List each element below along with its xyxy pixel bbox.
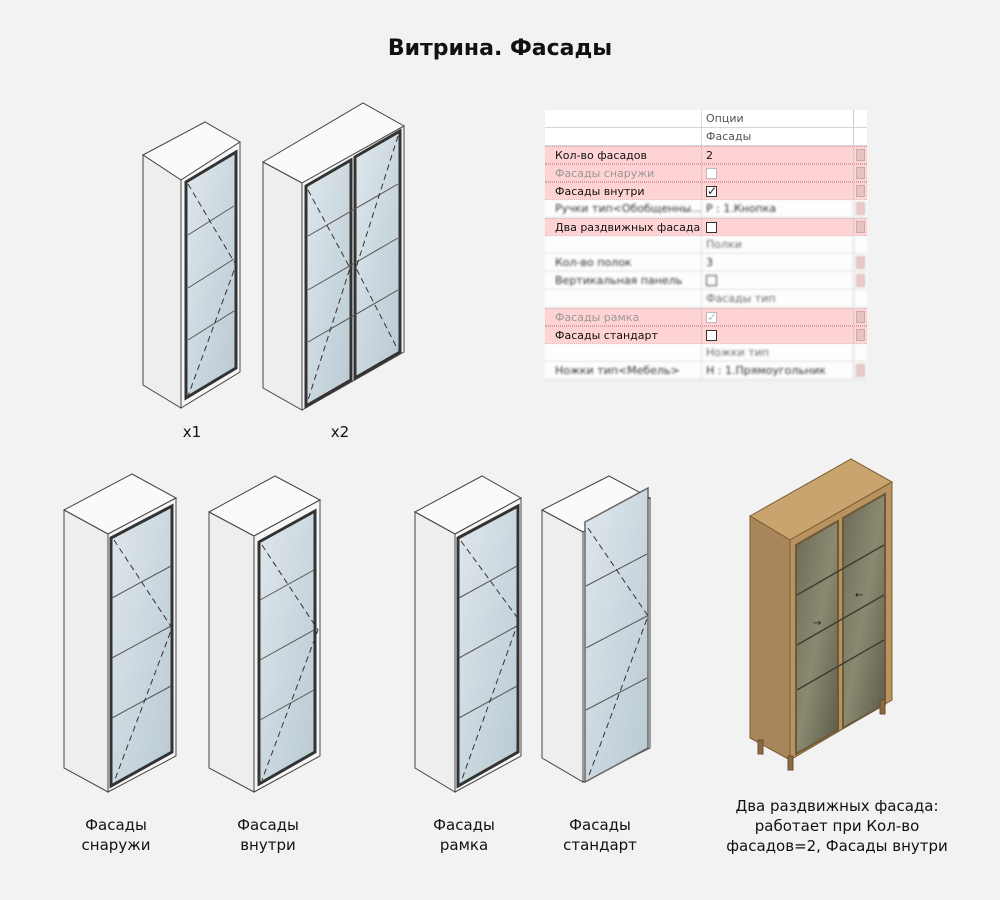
property-value: Ножки тип (701, 344, 853, 361)
property-name (545, 236, 701, 253)
label-facades-standard: Фасады стандарт (563, 816, 637, 854)
property-checkbox[interactable] (706, 183, 717, 199)
property-scroll-cell (853, 272, 867, 289)
property-scroll-cell (853, 183, 867, 199)
property-name: Ручки тип<Обобщенны... (555, 202, 701, 215)
property-row[interactable]: Фасады стандарт (545, 326, 867, 344)
property-name: Фасады снаружи (555, 167, 655, 180)
property-value[interactable]: Н : 1.Прямоугольник (701, 362, 853, 379)
property-edit-handle[interactable] (856, 256, 865, 269)
property-value[interactable] (701, 272, 853, 289)
property-value[interactable] (701, 327, 853, 343)
property-scroll-cell (853, 128, 867, 145)
property-scroll-cell (853, 236, 867, 253)
property-edit-handle[interactable] (856, 329, 865, 341)
property-value[interactable] (701, 219, 853, 235)
cabinet-facades-inside (207, 475, 322, 793)
label-x2: x2 (330, 423, 350, 441)
property-row[interactable]: Два раздвижных фасада (545, 218, 867, 236)
cabinet-facades-outside (62, 473, 178, 793)
property-row[interactable]: Фасады рамка (545, 308, 867, 326)
property-name: Фасады стандарт (555, 329, 658, 342)
property-row[interactable]: Вертикальная панель (545, 272, 867, 290)
property-checkbox[interactable] (706, 309, 717, 325)
property-scroll-cell (853, 362, 867, 379)
property-value: Полки (701, 236, 853, 253)
property-name: Фасады внутри (555, 185, 645, 198)
property-name: Ножки тип<Мебель> (555, 364, 680, 377)
property-value[interactable]: 3 (701, 254, 853, 271)
property-scroll-cell (853, 147, 867, 163)
label-facades-frame: Фасады рамка (433, 816, 495, 854)
property-edit-handle[interactable] (856, 167, 865, 179)
property-value[interactable] (701, 165, 853, 181)
property-name: Вертикальная панель (555, 274, 683, 287)
property-value[interactable] (701, 183, 853, 199)
property-checkbox[interactable] (706, 167, 717, 179)
property-scroll-cell (853, 309, 867, 325)
property-checkbox[interactable] (706, 275, 717, 286)
property-name (545, 128, 701, 145)
property-scroll-cell (853, 200, 867, 217)
property-scroll-cell (853, 290, 867, 307)
cabinet-sliding-doors: → ← (749, 458, 894, 771)
property-row[interactable]: Фасады тип (545, 290, 867, 308)
property-row[interactable]: Кол-во полок 3 (545, 254, 867, 272)
svg-text:←: ← (855, 590, 863, 601)
property-edit-handle[interactable] (856, 311, 865, 323)
cabinet-double-door (261, 102, 406, 411)
property-scroll-cell (853, 165, 867, 181)
property-name (545, 110, 701, 127)
property-edit-handle[interactable] (856, 185, 865, 197)
property-name: Фасады рамка (555, 311, 640, 324)
label-sliding-facades: Два раздвижных фасада: работает при Кол-… (726, 797, 948, 855)
property-row[interactable]: Фасады снаружи (545, 164, 867, 182)
property-checkbox[interactable] (706, 329, 717, 341)
property-edit-handle[interactable] (856, 202, 865, 215)
svg-text:→: → (813, 618, 821, 629)
property-edit-handle[interactable] (856, 274, 865, 287)
property-name: Кол-во полок (555, 256, 632, 269)
property-value: Фасады тип (701, 290, 853, 307)
label-facades-inside: Фасады внутри (237, 816, 299, 854)
cabinet-facades-frame (413, 475, 523, 793)
property-scroll-cell (853, 254, 867, 271)
property-scroll-cell (853, 327, 867, 343)
property-scroll-cell (853, 344, 867, 361)
property-row[interactable]: Кол-во фасадов 2 (545, 146, 867, 164)
property-row[interactable]: Фасады (545, 128, 867, 146)
property-row[interactable]: Ножки тип (545, 344, 867, 362)
property-name: Два раздвижных фасада (555, 221, 701, 234)
property-row[interactable]: Полки (545, 236, 867, 254)
property-scroll-cell (853, 219, 867, 235)
property-name (545, 344, 701, 361)
property-name: Кол-во фасадов (555, 149, 648, 162)
property-value: Опции (701, 110, 853, 127)
property-edit-handle[interactable] (856, 149, 865, 161)
label-x1: x1 (182, 423, 202, 441)
property-checkbox[interactable] (706, 221, 717, 233)
property-value[interactable] (701, 309, 853, 325)
page-title: Витрина. Фасады (387, 36, 613, 61)
property-value[interactable]: 2 (701, 147, 853, 163)
property-name (545, 290, 701, 307)
property-value[interactable]: Р : 1.Кнопка (701, 200, 853, 217)
label-facades-outside: Фасады снаружи (81, 816, 151, 854)
property-value: Фасады (701, 128, 853, 145)
property-edit-handle[interactable] (856, 221, 865, 233)
property-row[interactable]: Фасады внутри (545, 182, 867, 200)
property-row[interactable]: Ручки тип<Обобщенны...Р : 1.Кнопка (545, 200, 867, 218)
property-row[interactable]: Опции (545, 110, 867, 128)
cabinet-single-door (142, 121, 241, 409)
property-scroll-cell (853, 110, 867, 127)
cabinet-facades-standard (540, 475, 652, 784)
property-row[interactable]: Ножки тип<Мебель> Н : 1.Прямоугольник (545, 362, 867, 380)
property-edit-handle[interactable] (856, 364, 865, 377)
